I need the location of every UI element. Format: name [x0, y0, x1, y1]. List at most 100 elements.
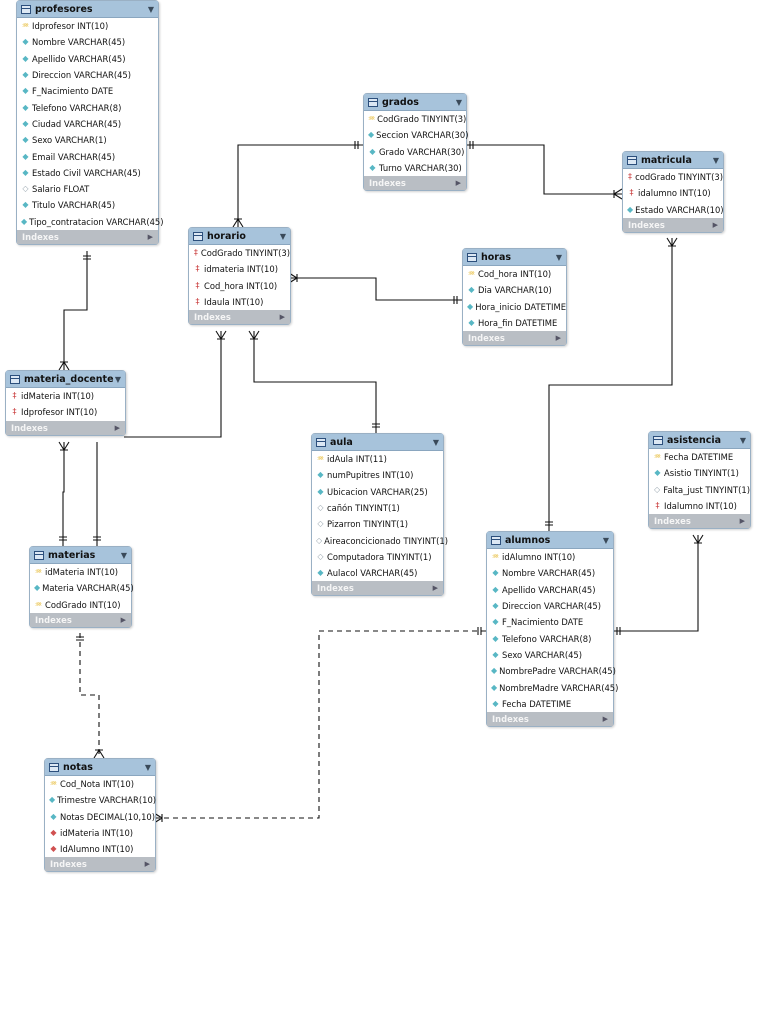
table-column[interactable]: ♒idAlumno INT(10): [487, 549, 613, 565]
table-column[interactable]: ‡Idalumno INT(10): [649, 498, 750, 514]
table-column[interactable]: ◇Salario FLOAT: [17, 181, 158, 197]
table-column[interactable]: ◆Seccion VARCHAR(30): [364, 127, 468, 143]
table-column[interactable]: ‡idMateria INT(10): [6, 388, 125, 404]
expand-arrow-icon[interactable]: ▶: [120, 615, 126, 624]
table-column[interactable]: ♒Fecha DATETIME: [649, 449, 750, 465]
collapse-arrow-icon[interactable]: ▼: [455, 97, 462, 107]
table-header[interactable]: alumnos▼: [487, 532, 613, 549]
table-column[interactable]: ◆Estado Civil VARCHAR(45): [17, 165, 158, 181]
table-column[interactable]: ◆Dia VARCHAR(10): [463, 282, 566, 298]
table-column[interactable]: ◆Asistio TINYINT(1): [649, 465, 750, 481]
indexes-section[interactable]: Indexes▶: [6, 420, 125, 435]
table-profesores[interactable]: profesores▼♒Idprofesor INT(10)◆Nombre VA…: [16, 0, 164, 245]
table-column[interactable]: ◆NombreMadre VARCHAR(45): [487, 679, 618, 695]
expand-arrow-icon[interactable]: ▶: [739, 517, 745, 526]
table-column[interactable]: ◇Pizarron TINYINT(1): [312, 516, 443, 532]
table-column[interactable]: ◇cañón TINYINT(1): [312, 500, 443, 516]
table-column[interactable]: ◆Aulacol VARCHAR(45): [312, 565, 443, 581]
table-header[interactable]: profesores▼: [17, 1, 158, 18]
indexes-section[interactable]: Indexes▶: [463, 331, 566, 346]
table-horas[interactable]: horas▼♒Cod_hora INT(10)◆Dia VARCHAR(10)◆…: [462, 248, 567, 347]
collapse-arrow-icon[interactable]: ▼: [602, 535, 609, 545]
expand-arrow-icon[interactable]: ▶: [279, 313, 285, 322]
table-column[interactable]: ♒idMateria INT(10): [30, 564, 131, 580]
table-column[interactable]: ◇Aireaconcicionado TINYINT(1): [312, 532, 448, 548]
table-column[interactable]: ◆Direccion VARCHAR(45): [487, 598, 613, 614]
collapse-arrow-icon[interactable]: ▼: [739, 435, 746, 445]
collapse-arrow-icon[interactable]: ▼: [712, 155, 719, 165]
table-notas[interactable]: notas▼♒Cod_Nota INT(10)◆Trimestre VARCHA…: [44, 758, 156, 873]
indexes-section[interactable]: Indexes▶: [30, 612, 131, 627]
table-column[interactable]: ‡Idaula INT(10): [189, 294, 290, 310]
table-header[interactable]: materias▼: [30, 547, 131, 564]
table-column[interactable]: ♒CodGrado TINYINT(3): [364, 111, 466, 127]
table-column[interactable]: ♒idAula INT(11): [312, 451, 443, 467]
table-column[interactable]: ◆Apellido VARCHAR(45): [487, 582, 613, 598]
table-materia-docente[interactable]: materia_docente▼‡idMateria INT(10)‡Idpro…: [5, 370, 126, 436]
table-column[interactable]: ♒CodGrado INT(10): [30, 597, 131, 613]
indexes-section[interactable]: Indexes▶: [45, 857, 155, 872]
table-alumnos[interactable]: alumnos▼♒idAlumno INT(10)◆Nombre VARCHAR…: [486, 531, 618, 727]
table-column[interactable]: ◆Hora_fin DATETIME: [463, 315, 566, 331]
table-column[interactable]: ◆Nombre VARCHAR(45): [487, 565, 613, 581]
table-column[interactable]: ‡Idprofesor INT(10): [6, 404, 125, 420]
expand-arrow-icon[interactable]: ▶: [602, 714, 608, 723]
table-column[interactable]: ◆Hora_inicio DATETIME: [463, 299, 566, 315]
table-column[interactable]: ◆Sexo VARCHAR(1): [17, 132, 158, 148]
table-column[interactable]: ♒Idprofesor INT(10): [17, 18, 158, 34]
collapse-arrow-icon[interactable]: ▼: [144, 762, 151, 772]
collapse-arrow-icon[interactable]: ▼: [279, 231, 286, 241]
indexes-section[interactable]: Indexes▶: [364, 176, 466, 191]
table-column[interactable]: ◇Computadora TINYINT(1): [312, 549, 443, 565]
table-column[interactable]: ◆Materia VARCHAR(45): [30, 580, 134, 596]
table-column[interactable]: ◆Tipo_contratacion VARCHAR(45): [17, 214, 164, 230]
table-header[interactable]: notas▼: [45, 759, 155, 776]
table-column[interactable]: ◆F_Nacimiento DATE: [487, 614, 613, 630]
table-column[interactable]: ◆NombrePadre VARCHAR(45): [487, 663, 616, 679]
expand-arrow-icon[interactable]: ▶: [455, 179, 461, 188]
table-asistencia[interactable]: asistencia▼♒Fecha DATETIME◆Asistio TINYI…: [648, 431, 751, 530]
table-header[interactable]: aula▼: [312, 434, 443, 451]
indexes-section[interactable]: Indexes▶: [487, 711, 613, 726]
table-header[interactable]: horas▼: [463, 249, 566, 266]
table-column[interactable]: ‡CodGrado TINYINT(3): [189, 245, 290, 261]
table-column[interactable]: ◆Email VARCHAR(45): [17, 148, 158, 164]
collapse-arrow-icon[interactable]: ▼: [555, 252, 562, 262]
table-materias[interactable]: materias▼♒idMateria INT(10)◆Materia VARC…: [29, 546, 134, 628]
table-header[interactable]: materia_docente▼: [6, 371, 125, 388]
table-column[interactable]: ◆Notas DECIMAL(10,10): [45, 809, 155, 825]
expand-arrow-icon[interactable]: ▶: [432, 584, 438, 593]
table-header[interactable]: grados▼: [364, 94, 466, 111]
table-column[interactable]: ◆Telefono VARCHAR(8): [487, 630, 613, 646]
expand-arrow-icon[interactable]: ▶: [147, 232, 153, 241]
table-column[interactable]: ‡idmateria INT(10): [189, 261, 290, 277]
table-column[interactable]: ◆Apellido VARCHAR(45): [17, 51, 158, 67]
table-column[interactable]: ◆F_Nacimiento DATE: [17, 83, 158, 99]
indexes-section[interactable]: Indexes▶: [189, 310, 290, 325]
table-column[interactable]: ◆Direccion VARCHAR(45): [17, 67, 158, 83]
table-grados[interactable]: grados▼♒CodGrado TINYINT(3)◆Seccion VARC…: [363, 93, 468, 192]
collapse-arrow-icon[interactable]: ▼: [120, 550, 127, 560]
indexes-section[interactable]: Indexes▶: [623, 217, 723, 232]
table-column[interactable]: ◆idMateria INT(10): [45, 825, 155, 841]
table-column[interactable]: ◇Falta_just TINYINT(1): [649, 482, 750, 498]
expand-arrow-icon[interactable]: ▶: [555, 334, 561, 343]
table-horario[interactable]: horario▼‡CodGrado TINYINT(3)‡idmateria I…: [188, 227, 291, 326]
table-column[interactable]: ♒Cod_hora INT(10): [463, 266, 566, 282]
collapse-arrow-icon[interactable]: ▼: [114, 374, 121, 384]
expand-arrow-icon[interactable]: ▶: [114, 423, 120, 432]
indexes-section[interactable]: Indexes▶: [312, 581, 443, 596]
table-column[interactable]: ◆Ubicacion VARCHAR(25): [312, 484, 443, 500]
table-header[interactable]: asistencia▼: [649, 432, 750, 449]
table-column[interactable]: ◆Estado VARCHAR(10): [623, 202, 724, 218]
table-column[interactable]: ◆IdAlumno INT(10): [45, 841, 155, 857]
collapse-arrow-icon[interactable]: ▼: [147, 4, 154, 14]
table-column[interactable]: ◆Grado VARCHAR(30): [364, 144, 466, 160]
table-column[interactable]: ‡idalumno INT(10): [623, 185, 723, 201]
expand-arrow-icon[interactable]: ▶: [144, 860, 150, 869]
table-column[interactable]: ◆Turno VARCHAR(30): [364, 160, 466, 176]
table-column[interactable]: ‡Cod_hora INT(10): [189, 278, 290, 294]
table-aula[interactable]: aula▼♒idAula INT(11)◆numPupitres INT(10)…: [311, 433, 448, 597]
table-matricula[interactable]: matricula▼‡codGrado TINYINT(3)‡idalumno …: [622, 151, 724, 233]
table-column[interactable]: ‡codGrado TINYINT(3): [623, 169, 723, 185]
